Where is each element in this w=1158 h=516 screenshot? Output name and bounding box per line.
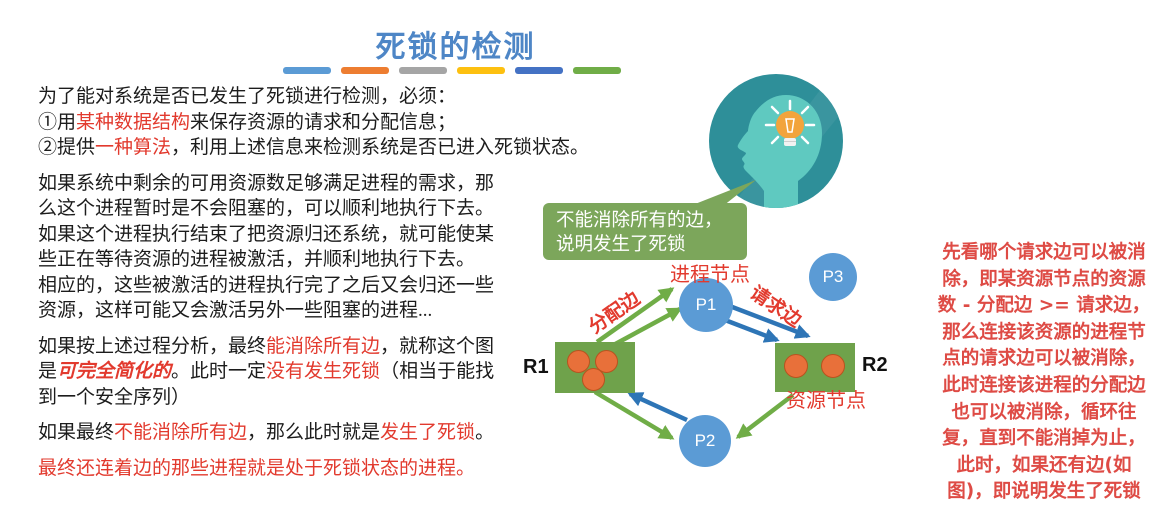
text-line: 为了能对系统是否已发生了死锁进行检测，必须： <box>38 86 457 107</box>
bubble-line-1: 不能消除所有的边， <box>556 211 723 231</box>
note-line: 复，直到不能消掉为止， <box>942 428 1146 450</box>
text-line: 如果系统中剩余的可用资源数足够满足进程的需求，那 <box>38 172 495 194</box>
text-line: 资源，这样可能又会激活另外一些阻塞的进程... <box>38 300 433 321</box>
accent-bar <box>515 67 563 74</box>
paragraph: 如果系统中剩余的可用资源数足够满足进程的需求，那么这个进程暂时是不会阻塞的，可以… <box>38 171 598 324</box>
text-line: ②提供一种算法，利用上述信息来检测系统是否已进入死锁状态。 <box>38 137 590 158</box>
page-title: 死锁的检测 <box>375 31 536 64</box>
text-line: 是可完全简化的。此时一定没有发生死锁（相当于能找 <box>38 361 495 382</box>
paragraph: 最终还连着边的那些进程就是处于死锁状态的进程。 <box>38 456 598 482</box>
paragraph: 为了能对系统是否已发生了死锁进行检测，必须： ①用某种数据结构来保存资源的请求和分… <box>38 84 598 161</box>
text-line: 些正在等待资源的进程被激活，并顺利地执行下去。 <box>38 249 476 270</box>
note-line: 先看哪个请求边可以被消 <box>942 242 1146 263</box>
accent-bar <box>399 67 447 74</box>
paragraph: 如果最终不能消除所有边，那么此时就是发生了死锁。 <box>38 420 598 446</box>
resource-unit-dot <box>582 368 605 391</box>
left-text: 为了能对系统是否已发生了死锁进行检测，必须： ①用某种数据结构来保存资源的请求和分… <box>38 84 598 491</box>
resource-label-r1: R1 <box>523 356 549 378</box>
alloc-edge-r1-p1-a <box>595 287 675 344</box>
text-line: 如果这个进程执行结束了把资源归还系统，就可能使某 <box>38 223 495 245</box>
resource-box-r2 <box>775 343 855 392</box>
text-line: 么这个进程暂时是不会阻塞的，可以顺利地执行下去。 <box>38 198 495 219</box>
right-note: 先看哪个请求边可以被消除，即某资源节点的资源数 - 分配边 >= 请求边， 那么连… <box>930 240 1158 506</box>
resource-label-r2: R2 <box>862 354 888 376</box>
lightbulb-icon <box>764 99 816 146</box>
resource-unit-dot <box>784 354 808 378</box>
graph-arrows <box>593 287 811 440</box>
accent-bar <box>457 67 505 74</box>
bubble-line-2: 说明发生了死锁 <box>556 235 686 255</box>
note-line: 此时连接该进程的分配边 <box>942 374 1146 396</box>
resource-box-r1 <box>555 342 635 393</box>
request-edge-p1-r2-b <box>724 317 780 343</box>
accent-bar <box>573 67 621 74</box>
note-line: 图)，即说明发生了死锁 <box>947 481 1141 503</box>
resource-allocation-graph: P1 P3 P2 R1 R2 进程节点 资源节点 分配边 请求边 <box>520 246 965 516</box>
text-line: 如果按上述过程分析，最终能消除所有边，就称这个图 <box>38 335 495 357</box>
paragraph: 如果按上述过程分析，最终能消除所有边，就称这个图是可完全简化的。此时一定没有发生… <box>38 334 598 411</box>
accent-bars <box>283 67 621 74</box>
resource-unit-dot <box>821 354 845 378</box>
note-line: 除，即某资源节点的资源 <box>942 268 1146 290</box>
text-line: 最终还连着边的那些进程就是处于死锁状态的进程。 <box>38 457 476 479</box>
request-edge-p2-r1 <box>627 391 688 423</box>
text-line: ①用某种数据结构来保存资源的请求和分配信息； <box>38 111 457 133</box>
resource-node-annotation: 资源节点 <box>786 388 866 412</box>
process-node-p1: P1 <box>679 278 733 332</box>
speech-bubble <box>543 180 756 260</box>
process-node-p2: P2 <box>679 415 731 467</box>
note-line: 点的请求边可以被消除， <box>942 348 1146 370</box>
note-line: 也可以被消除，循环往 <box>951 401 1137 423</box>
request-edge-p1-r2-a <box>726 302 811 339</box>
process-node-annotation: 进程节点 <box>670 262 750 286</box>
accent-bar <box>283 67 331 74</box>
text-line: 到一个安全序列） <box>38 386 191 408</box>
alloc-edge-r2-p2 <box>735 393 795 439</box>
speech-bubble-tail <box>690 180 756 206</box>
text-line: 如果最终不能消除所有边，那么此时就是发生了死锁。 <box>38 422 495 443</box>
alloc-edge-r1-p2 <box>593 390 675 440</box>
speech-bubble-text: 不能消除所有的边， 说明发生了死锁 <box>556 209 746 257</box>
resource-unit-dot <box>567 350 590 373</box>
text-line: 相应的，这些被激活的进程执行完了之后又会归还一些 <box>38 274 495 296</box>
note-line: 数 - 分配边 >= 请求边， <box>937 295 1151 317</box>
note-line: 此时，如果还有边(如 <box>956 454 1132 476</box>
resource-unit-dot <box>595 350 618 373</box>
process-node-p3: P3 <box>809 253 857 301</box>
accent-bar <box>341 67 389 74</box>
head-lightbulb-illustration <box>709 74 843 208</box>
note-line: 那么连接该资源的进程节 <box>942 321 1146 343</box>
